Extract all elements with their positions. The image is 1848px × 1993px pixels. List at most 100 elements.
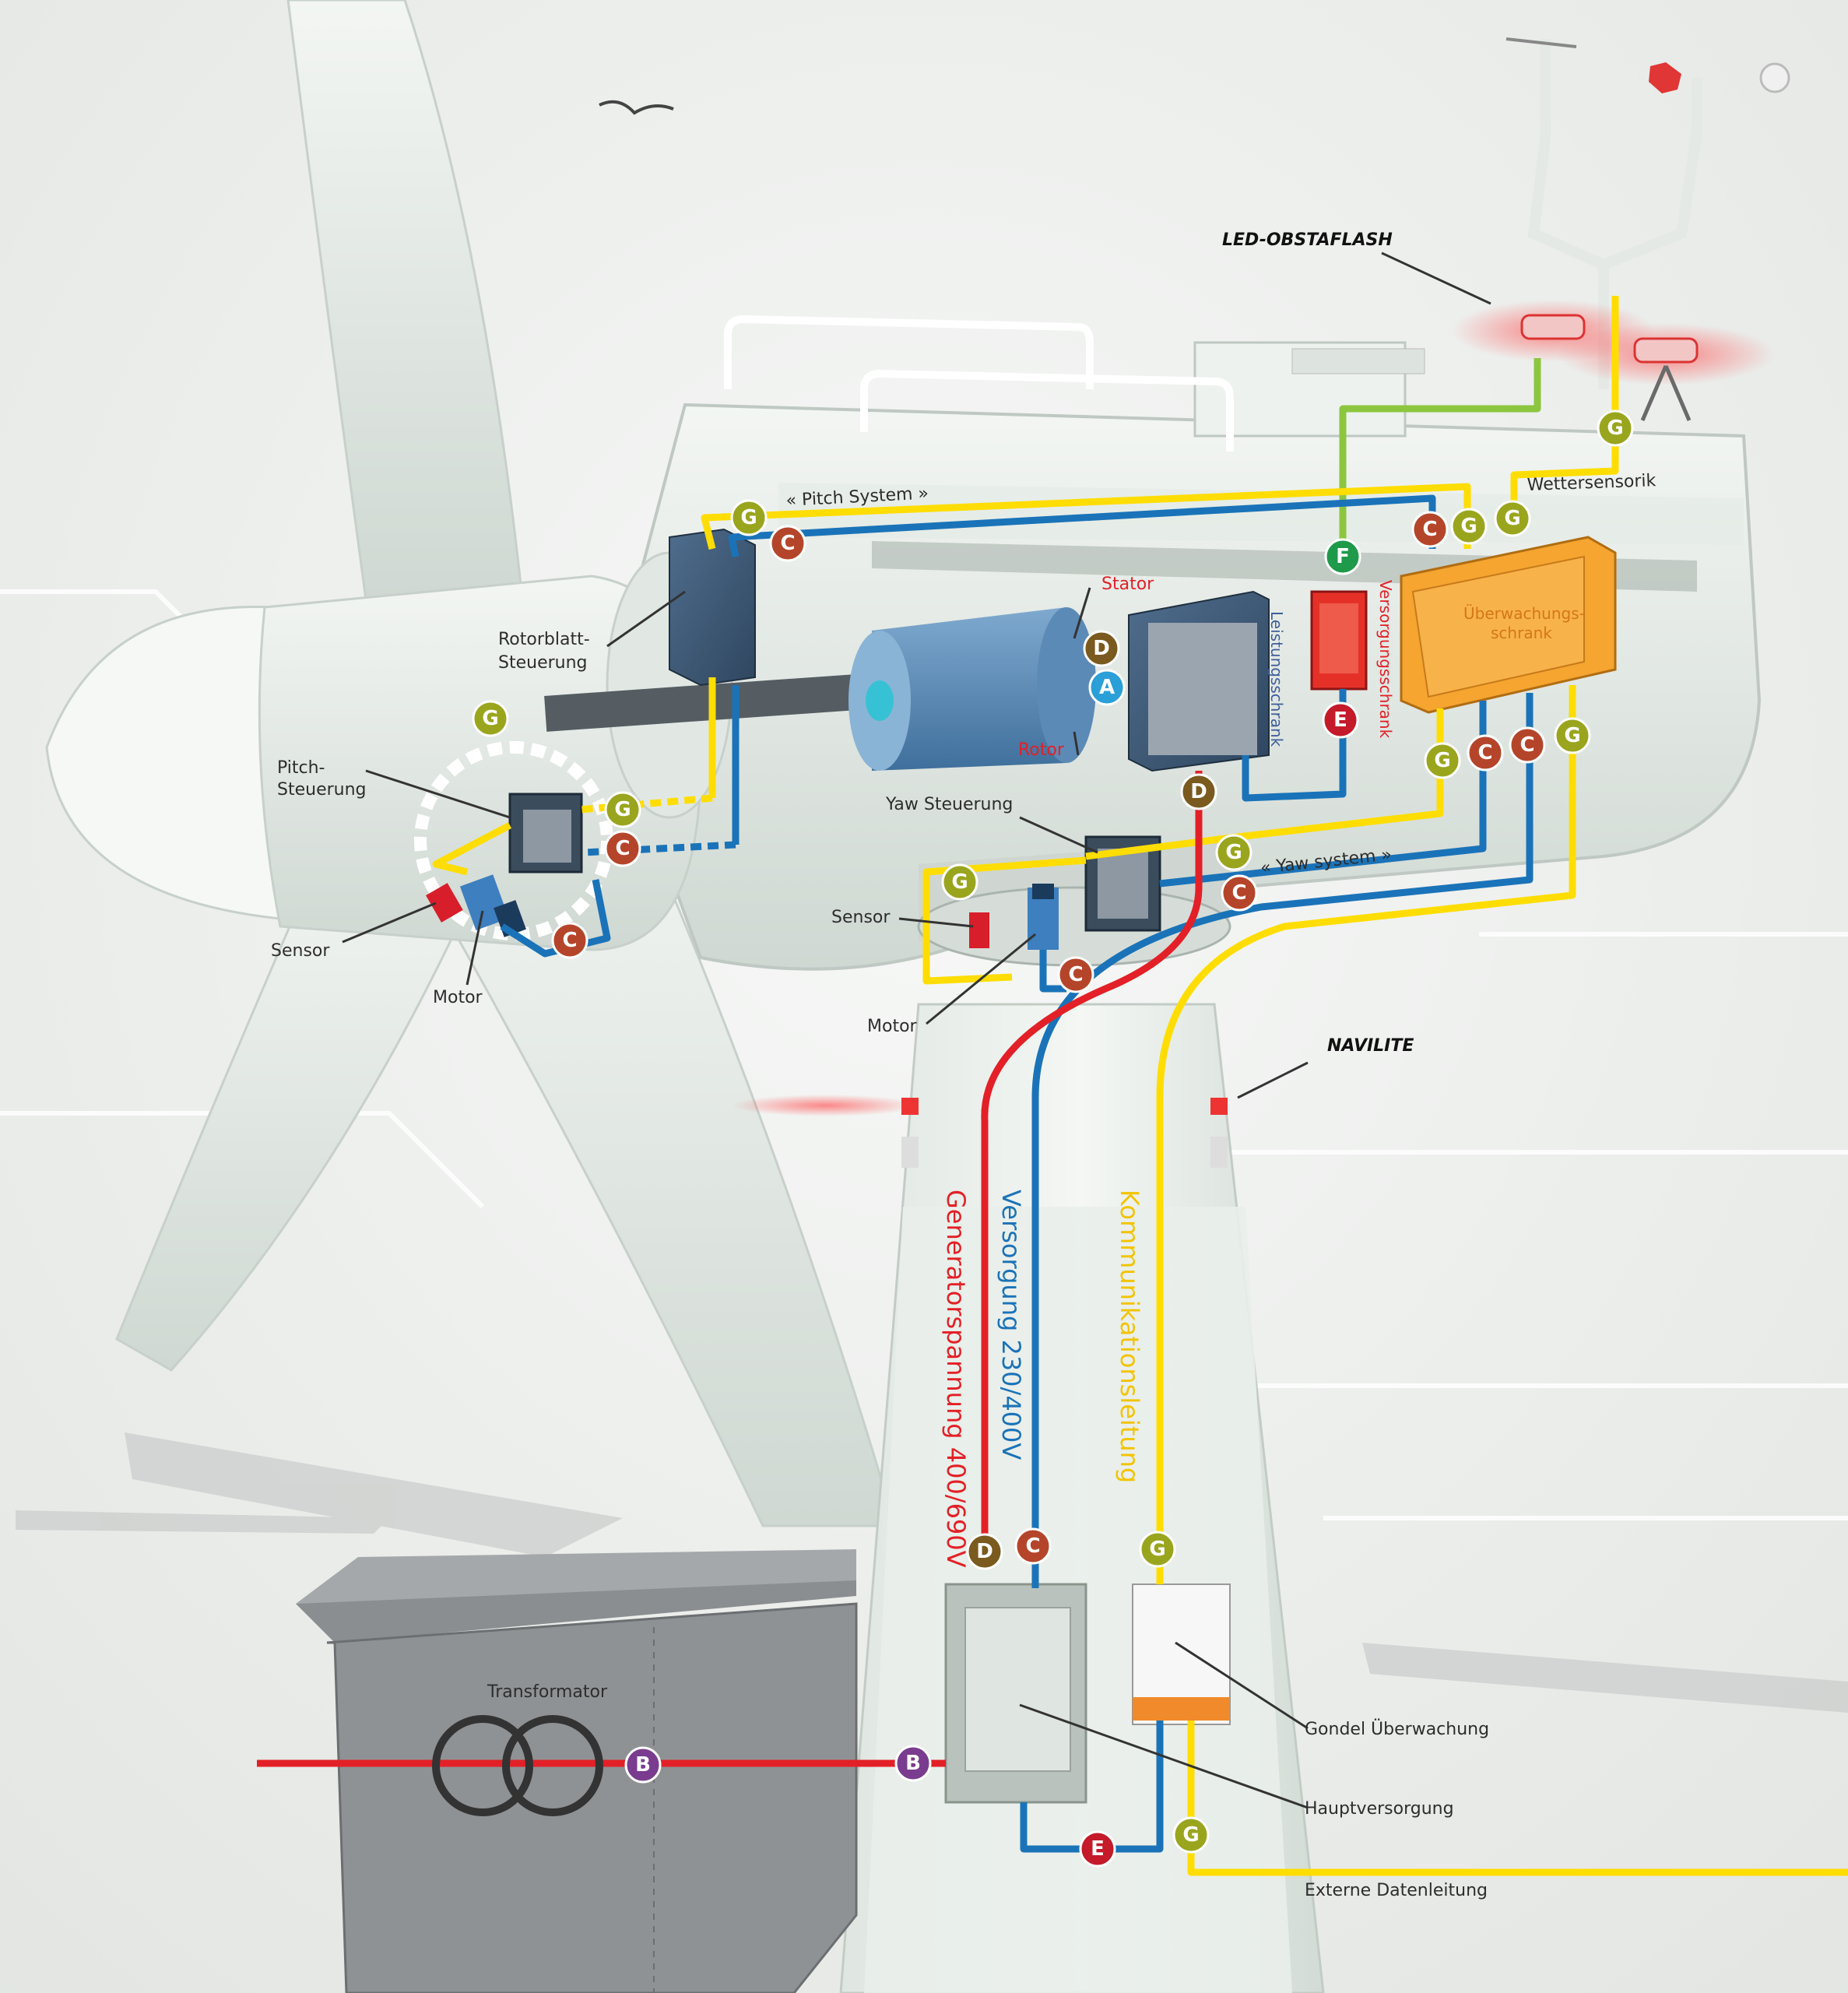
badge-g: G bbox=[1139, 1531, 1176, 1568]
label-gondel-ueberwachung: Gondel Überwachung bbox=[1305, 1719, 1489, 1739]
badge-c: C bbox=[551, 922, 588, 959]
badge-g: G bbox=[1597, 409, 1634, 447]
badge-c: C bbox=[1509, 726, 1546, 764]
rotorblatt-steuerung-cabinet bbox=[669, 528, 756, 687]
svg-text:G: G bbox=[951, 870, 968, 894]
wind-vane-icon bbox=[1649, 62, 1681, 93]
label-externe-datenleitung: Externe Datenleitung bbox=[1305, 1881, 1488, 1900]
svg-text:D: D bbox=[976, 1540, 993, 1563]
svg-text:G: G bbox=[1182, 1823, 1199, 1847]
label-versorgung: Versorgung 230/400V bbox=[996, 1190, 1026, 1460]
svg-text:C: C bbox=[1231, 881, 1246, 905]
badge-e: E bbox=[1079, 1830, 1116, 1868]
label-sensor-hub: Sensor bbox=[271, 941, 330, 961]
bird-icon bbox=[599, 100, 674, 115]
text-labels: LED-OBSTAFLASH « Pitch System » Wetterse… bbox=[271, 230, 1657, 1900]
badge-g: G bbox=[730, 499, 768, 536]
label-rotor: Rotor bbox=[1018, 740, 1065, 760]
svg-text:C: C bbox=[780, 532, 795, 555]
badge-b: B bbox=[894, 1745, 932, 1782]
badge-g: G bbox=[1450, 508, 1488, 545]
svg-text:D: D bbox=[1093, 637, 1110, 660]
label-rotorblatt-steuerung-1: Rotorblatt- bbox=[498, 630, 590, 649]
svg-text:G: G bbox=[1607, 417, 1623, 440]
svg-text:C: C bbox=[1025, 1534, 1040, 1558]
svg-text:B: B bbox=[635, 1753, 651, 1777]
pointer-lines bbox=[342, 251, 1491, 1809]
label-transformator: Transformator bbox=[487, 1682, 608, 1702]
turbine-shadow bbox=[16, 1432, 1848, 1713]
badge-d: D bbox=[1083, 630, 1120, 667]
hauptversorgung-cabinet bbox=[944, 1583, 1087, 1804]
label-yaw-steuerung: Yaw Steuerung bbox=[885, 795, 1013, 814]
badge-g: G bbox=[1554, 717, 1591, 754]
label-motor-hub: Motor bbox=[433, 988, 483, 1007]
drivetrain bbox=[544, 607, 1096, 771]
svg-text:E: E bbox=[1091, 1837, 1105, 1861]
rotor-blades bbox=[115, 0, 898, 1527]
svg-text:F: F bbox=[1336, 545, 1350, 568]
label-led-obstaflash: LED-OBSTAFLASH bbox=[1222, 230, 1393, 250]
svg-text:G: G bbox=[614, 798, 631, 821]
badge-c: C bbox=[604, 830, 641, 867]
svg-text:G: G bbox=[740, 506, 757, 529]
leistungsschrank-cabinet bbox=[1128, 590, 1270, 772]
badge-c: C bbox=[1057, 956, 1094, 993]
label-generatorspannung: Generatorspannung 400/690V bbox=[941, 1190, 971, 1568]
svg-text:G: G bbox=[1460, 515, 1477, 538]
svg-text:C: C bbox=[562, 929, 577, 952]
transformer-symbol-icon bbox=[432, 1715, 603, 1816]
svg-text:G: G bbox=[1564, 724, 1580, 747]
label-rotorblatt-steuerung-2: Steuerung bbox=[498, 653, 588, 673]
badge-f: F bbox=[1324, 538, 1361, 575]
badge-g: G bbox=[1494, 500, 1531, 537]
svg-text:C: C bbox=[1068, 963, 1083, 986]
label-ueberwachungsschrank-2: schrank bbox=[1491, 624, 1552, 642]
badge-g: G bbox=[941, 863, 978, 901]
svg-text:G: G bbox=[482, 707, 498, 730]
svg-text:C: C bbox=[1520, 733, 1534, 757]
svg-text:C: C bbox=[1477, 741, 1492, 765]
svg-text:G: G bbox=[1504, 507, 1520, 530]
label-leistungsschrank: Leistungsschrank bbox=[1267, 611, 1286, 747]
badge-d: D bbox=[966, 1533, 1003, 1570]
badge-g: G bbox=[472, 700, 509, 737]
badge-c: C bbox=[1411, 511, 1449, 548]
ueberwachungsschrank-cabinet bbox=[1400, 536, 1617, 714]
label-wettersensorik: Wettersensorik bbox=[1527, 471, 1657, 495]
badge-c: C bbox=[1221, 874, 1258, 912]
label-motor-yaw: Motor bbox=[867, 1017, 918, 1036]
badge-g: G bbox=[1172, 1816, 1210, 1854]
badges: G C C G G G F E D A D G G C C G C C G G … bbox=[472, 409, 1634, 1868]
svg-text:B: B bbox=[905, 1752, 921, 1775]
badge-e: E bbox=[1322, 701, 1359, 739]
label-stator: Stator bbox=[1101, 575, 1154, 594]
badge-b: B bbox=[624, 1746, 662, 1784]
badge-a: A bbox=[1088, 669, 1126, 706]
transformer-house bbox=[296, 1549, 858, 1993]
svg-text:C: C bbox=[1422, 518, 1437, 541]
label-pitch-steuerung-2: Steuerung bbox=[277, 780, 367, 800]
svg-text:A: A bbox=[1099, 676, 1115, 699]
badge-c: C bbox=[1014, 1527, 1052, 1565]
svg-text:C: C bbox=[615, 837, 630, 860]
label-navilite: NAVILITE bbox=[1327, 1036, 1414, 1056]
label-pitch-steuerung-1: Pitch- bbox=[277, 758, 325, 778]
badge-g: G bbox=[1424, 742, 1461, 779]
label-sensor-yaw: Sensor bbox=[831, 908, 891, 927]
badge-d: D bbox=[1180, 773, 1217, 810]
svg-text:G: G bbox=[1434, 749, 1450, 772]
led-obstaflash-lights bbox=[1452, 300, 1775, 421]
label-ueberwachungsschrank-1: Überwachungs- bbox=[1463, 604, 1585, 623]
badge-c: C bbox=[1467, 734, 1504, 772]
svg-text:G: G bbox=[1149, 1538, 1165, 1561]
svg-text:G: G bbox=[1225, 841, 1242, 864]
badge-g: G bbox=[1215, 834, 1252, 871]
svg-text:D: D bbox=[1190, 780, 1207, 803]
gondel-ueberwachung-cabinet bbox=[1132, 1584, 1231, 1725]
label-versorgungsschrank: Versorgungsschrank bbox=[1376, 580, 1395, 739]
yaw-sensor-motor bbox=[969, 884, 1059, 950]
svg-text:E: E bbox=[1333, 708, 1347, 732]
navilite-lights bbox=[732, 1095, 1228, 1168]
